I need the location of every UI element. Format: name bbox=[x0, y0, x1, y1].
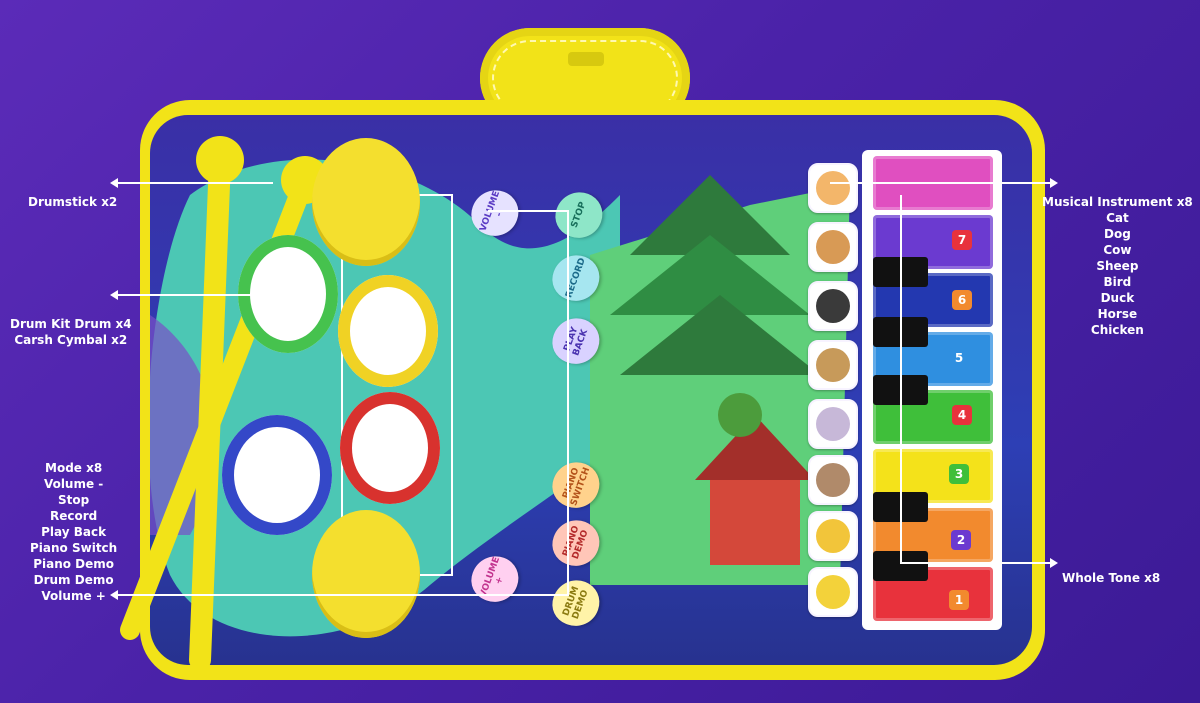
house bbox=[710, 475, 800, 565]
callout-line-instruments bbox=[830, 182, 1050, 184]
callout-mode-drum-demo: Drum Demo bbox=[33, 573, 114, 587]
key-number-1: 1 bbox=[949, 590, 969, 610]
bird-icon bbox=[816, 407, 850, 441]
drum-red[interactable] bbox=[340, 392, 440, 504]
animal-button-bird[interactable] bbox=[808, 399, 858, 449]
duck-icon bbox=[816, 463, 850, 497]
callout-instrument-bird: Bird bbox=[1103, 275, 1132, 289]
cymbal-bottom[interactable] bbox=[312, 510, 420, 638]
animal-button-cat[interactable] bbox=[808, 163, 858, 213]
mode-guide-vertical bbox=[567, 210, 569, 596]
animal-button-cow[interactable] bbox=[808, 281, 858, 331]
key-number-5: 5 bbox=[949, 348, 969, 368]
whole-tone-guide-vertical bbox=[900, 195, 902, 563]
callout-drum-kit: Drum Kit Drum x4 Carsh Cymbal x2 bbox=[10, 316, 132, 348]
animal-button-sheep[interactable] bbox=[808, 340, 858, 390]
key-number-7: 7 bbox=[952, 230, 972, 250]
callout-line-drumstick bbox=[118, 182, 273, 184]
animal-button-horse[interactable] bbox=[808, 511, 858, 561]
sheep-icon bbox=[816, 348, 850, 382]
callout-instrument-cow: Cow bbox=[1103, 243, 1132, 257]
tree-2 bbox=[610, 235, 810, 315]
callout-instrument-horse: Horse bbox=[1097, 307, 1138, 321]
callout-instrument-duck: Duck bbox=[1100, 291, 1135, 305]
tree-1 bbox=[630, 175, 790, 255]
callout-arrow-modes bbox=[110, 590, 118, 600]
callout-mode-piano-demo: Piano Demo bbox=[33, 557, 115, 571]
drum-yellow[interactable] bbox=[338, 275, 438, 387]
dog-icon bbox=[816, 230, 850, 264]
horse-icon bbox=[816, 519, 850, 553]
mode-guide-top bbox=[488, 210, 568, 212]
callout-instrument-chicken: Chicken bbox=[1090, 323, 1144, 337]
callout-whole-tone: Whole Tone x8 bbox=[1062, 571, 1161, 585]
callout-instrument-sheep: Sheep bbox=[1096, 259, 1139, 273]
tree-3 bbox=[620, 295, 820, 375]
callout-modes: Mode x8 Volume - Stop Record Play Back P… bbox=[30, 460, 117, 604]
callout-modes-title: Mode x8 bbox=[45, 461, 103, 475]
callout-drum-kit-line-2: Carsh Cymbal x2 bbox=[14, 333, 128, 347]
callout-drumstick: Drumstick x2 bbox=[28, 195, 118, 209]
callout-arrow-instruments bbox=[1050, 178, 1058, 188]
callout-drum-kit-line-1: Drum Kit Drum x4 bbox=[10, 317, 132, 331]
drumsticks bbox=[120, 136, 329, 670]
cat-icon bbox=[816, 171, 850, 205]
chicken-icon bbox=[816, 575, 850, 609]
callout-mode-volume-minus: Volume - bbox=[43, 477, 104, 491]
callout-mode-piano-switch: Piano Switch bbox=[30, 541, 118, 555]
callout-line-whole-tone bbox=[900, 562, 1050, 564]
key-number-2: 2 bbox=[951, 530, 971, 550]
drum-blue[interactable] bbox=[222, 415, 332, 535]
cymbal-top[interactable] bbox=[312, 138, 420, 266]
animal-button-chicken[interactable] bbox=[808, 567, 858, 617]
bush bbox=[718, 393, 762, 437]
callout-instruments: Musical Instrument x8 Cat Dog Cow Sheep … bbox=[1042, 194, 1193, 338]
animal-button-dog[interactable] bbox=[808, 222, 858, 272]
drumstick-1-tip bbox=[196, 136, 244, 184]
key-number-4: 4 bbox=[952, 405, 972, 425]
callout-arrow-drumstick bbox=[110, 178, 118, 188]
callout-mode-record: Record bbox=[49, 509, 98, 523]
callout-mode-play-back: Play Back bbox=[41, 525, 107, 539]
key-number-6: 6 bbox=[952, 290, 972, 310]
callout-instrument-cat: Cat bbox=[1106, 211, 1129, 225]
callout-arrow-whole-tone bbox=[1050, 558, 1058, 568]
callout-instrument-dog: Dog bbox=[1103, 227, 1131, 241]
key-number-3: 3 bbox=[949, 464, 969, 484]
callout-instruments-title: Musical Instrument x8 bbox=[1042, 195, 1193, 209]
callout-line-modes bbox=[118, 594, 568, 596]
animal-button-duck[interactable] bbox=[808, 455, 858, 505]
callout-arrow-drum-kit bbox=[110, 290, 118, 300]
cow-icon bbox=[816, 289, 850, 323]
callout-mode-stop: Stop bbox=[58, 493, 90, 507]
house-roof bbox=[695, 415, 815, 480]
callout-mode-volume-plus: Volume + bbox=[41, 589, 106, 603]
callout-line-drum-kit bbox=[118, 294, 303, 296]
brand-logo bbox=[568, 52, 604, 66]
